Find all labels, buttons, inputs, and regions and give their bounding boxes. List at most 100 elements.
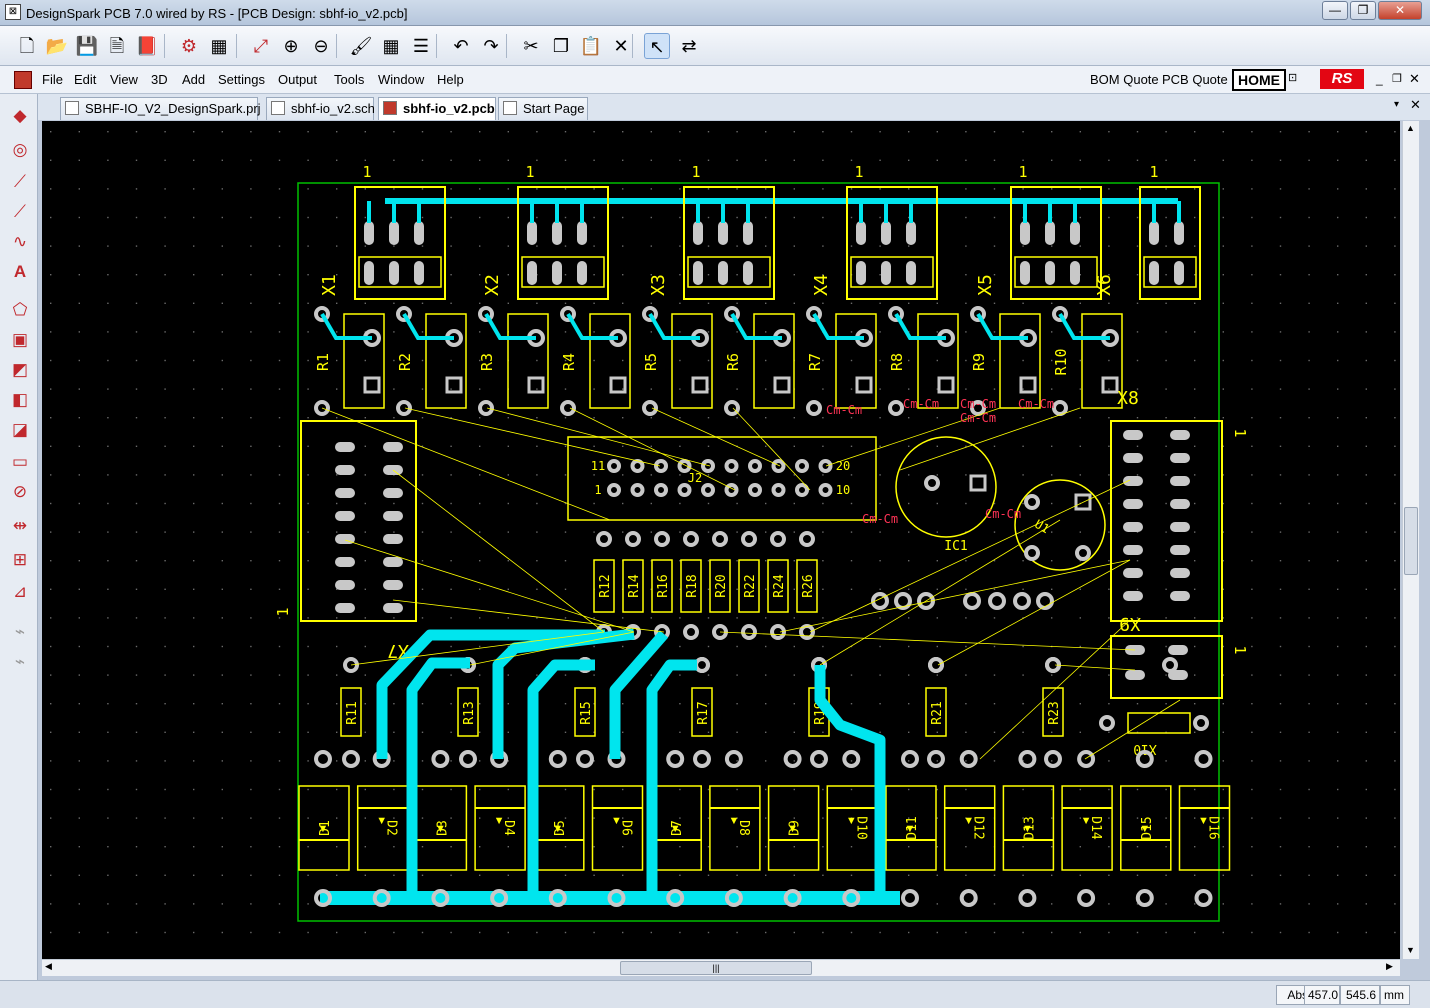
paste-icon[interactable]: 📋 [579, 36, 603, 56]
home-button[interactable]: HOME [1232, 69, 1286, 91]
tab-pcb[interactable]: sbhf-io_v2.pcb [378, 97, 496, 120]
open-icon[interactable]: 📂 [45, 36, 69, 56]
interaction-icon[interactable]: ⇄ [681, 36, 697, 56]
copper-trace [646, 659, 697, 898]
save-as-icon[interactable]: 🗎 [109, 36, 125, 56]
grid-icon[interactable]: ▦ [382, 36, 400, 56]
close-button[interactable]: ✕ [1378, 1, 1422, 20]
units-display[interactable]: mm [1380, 985, 1410, 1005]
tab-list-dropdown-icon[interactable]: ▾ [1394, 99, 1400, 110]
connector-pin [1123, 591, 1143, 601]
tab-label: SBHF-IO_V2_DesignSpark.prj [85, 101, 261, 116]
scroll-right-icon[interactable]: ▶ [1386, 961, 1393, 971]
menu-edit[interactable]: Edit [74, 72, 97, 87]
save-icon[interactable]: 💾 [75, 36, 99, 56]
menu-help[interactable]: Help [437, 72, 464, 87]
connector-pin [364, 221, 374, 245]
menu-add[interactable]: Add [182, 72, 206, 87]
copper-area-icon[interactable]: ◩ [11, 360, 29, 379]
copper-trace [402, 312, 454, 340]
mdi-minimize-button[interactable]: _ [1376, 72, 1383, 86]
pin-one-label: 1 [1231, 428, 1249, 437]
resistor-label: R5 [642, 353, 660, 371]
book-icon[interactable]: 📕 [135, 36, 159, 56]
board-outline-icon[interactable]: ⬠ [12, 300, 28, 319]
menu-3d[interactable]: 3D [151, 72, 168, 87]
menu-output[interactable]: Output [278, 72, 318, 87]
tab-start-page[interactable]: Start Page [498, 97, 588, 120]
zoom-fit-icon[interactable]: ⤢ [253, 36, 269, 56]
trace-alt-icon[interactable]: ⌁ [14, 652, 26, 671]
pad [1044, 750, 1062, 768]
pin-label: 10 [836, 483, 850, 497]
scroll-down-icon[interactable]: ▼ [1406, 945, 1415, 955]
components-icon[interactable]: ⚙ [180, 36, 198, 56]
scroll-left-icon[interactable]: ◀ [45, 961, 52, 971]
scroll-up-icon[interactable]: ▲ [1406, 123, 1415, 133]
area-icon[interactable]: ▣ [11, 330, 29, 349]
connector-pin [383, 580, 403, 590]
app-icon[interactable]: ⊠ [5, 4, 21, 20]
connector-pin [1123, 476, 1143, 486]
restore-button[interactable]: ❐ [1350, 1, 1376, 20]
horizontal-scroll-thumb[interactable]: ||| [620, 961, 812, 975]
toolbar-separator [436, 34, 437, 58]
redo-icon[interactable]: ↷ [483, 36, 499, 56]
pad [917, 592, 935, 610]
vertical-scrollbar[interactable]: ▲ ▼ [1402, 121, 1419, 959]
template-icon[interactable]: ◪ [11, 420, 29, 439]
menu-settings[interactable]: Settings [218, 72, 265, 87]
connector-pin [335, 488, 355, 498]
keepout-icon[interactable]: ◧ [11, 390, 29, 409]
ruler-icon[interactable]: ⊞ [12, 550, 28, 569]
segment-icon[interactable]: ⟋ [14, 202, 26, 221]
dimension-icon[interactable]: ⇹ [12, 516, 28, 535]
connector-pin [1045, 221, 1055, 245]
cut-icon[interactable]: ✂ [523, 36, 539, 56]
design-check-icon[interactable]: ▦ [210, 36, 228, 56]
tab-schematic[interactable]: sbhf-io_v2.sch [266, 97, 375, 120]
horizontal-scrollbar[interactable]: ||| ◀ ▶ [42, 959, 1400, 976]
delete-icon[interactable]: ✕ [613, 36, 629, 56]
tab-close-button[interactable]: ✕ [1410, 97, 1421, 112]
text-icon[interactable]: A [13, 262, 27, 281]
properties-icon[interactable]: ☰ [412, 36, 430, 56]
new-icon[interactable]: 🗋 [19, 36, 35, 56]
trace-icon[interactable]: ⌁ [14, 622, 26, 641]
zoom-out-icon[interactable]: ⊖ [313, 36, 329, 56]
pcb-quote-link[interactable]: PCB Quote [1162, 72, 1228, 87]
zoom-in-icon[interactable]: ⊕ [283, 36, 299, 56]
route-pointer-icon[interactable]: ◆ [13, 106, 27, 125]
arc-icon[interactable]: ⊘ [12, 482, 28, 501]
undo-icon[interactable]: ↶ [453, 36, 469, 56]
menu-file[interactable]: File [42, 72, 63, 87]
bom-quote-link[interactable]: BOM Quote [1090, 72, 1159, 87]
menu-window[interactable]: Window [378, 72, 425, 87]
resistor-body [343, 313, 385, 409]
connector-outline [1010, 186, 1102, 300]
minimize-button[interactable]: — [1322, 1, 1348, 20]
track-icon[interactable]: ⟋ [14, 172, 26, 191]
diode-body [885, 785, 937, 871]
vertical-scroll-thumb[interactable] [1404, 507, 1418, 575]
resistor-body [738, 559, 760, 613]
connector-pin [335, 442, 355, 452]
document-icon[interactable] [14, 71, 32, 89]
mdi-close-button[interactable]: ✕ [1409, 71, 1420, 86]
pad [694, 657, 710, 673]
curve-icon[interactable]: ∿ [12, 232, 28, 251]
paint-icon[interactable]: 🖌 [349, 36, 373, 56]
mdi-restore-button[interactable]: ❐ [1392, 73, 1402, 85]
select-icon[interactable]: ↖ [644, 33, 670, 59]
pad [988, 592, 1006, 610]
measure-icon[interactable]: ⊿ [12, 582, 28, 601]
via-icon[interactable]: ◎ [12, 140, 28, 159]
menu-tools[interactable]: Tools [334, 72, 365, 87]
menu-view[interactable]: View [110, 72, 138, 87]
copy-icon[interactable]: ❐ [552, 36, 570, 56]
pad [607, 483, 621, 497]
tab-project[interactable]: SBHF-IO_V2_DesignSpark.prj [60, 97, 261, 120]
shape-icon[interactable]: ▭ [11, 452, 29, 471]
